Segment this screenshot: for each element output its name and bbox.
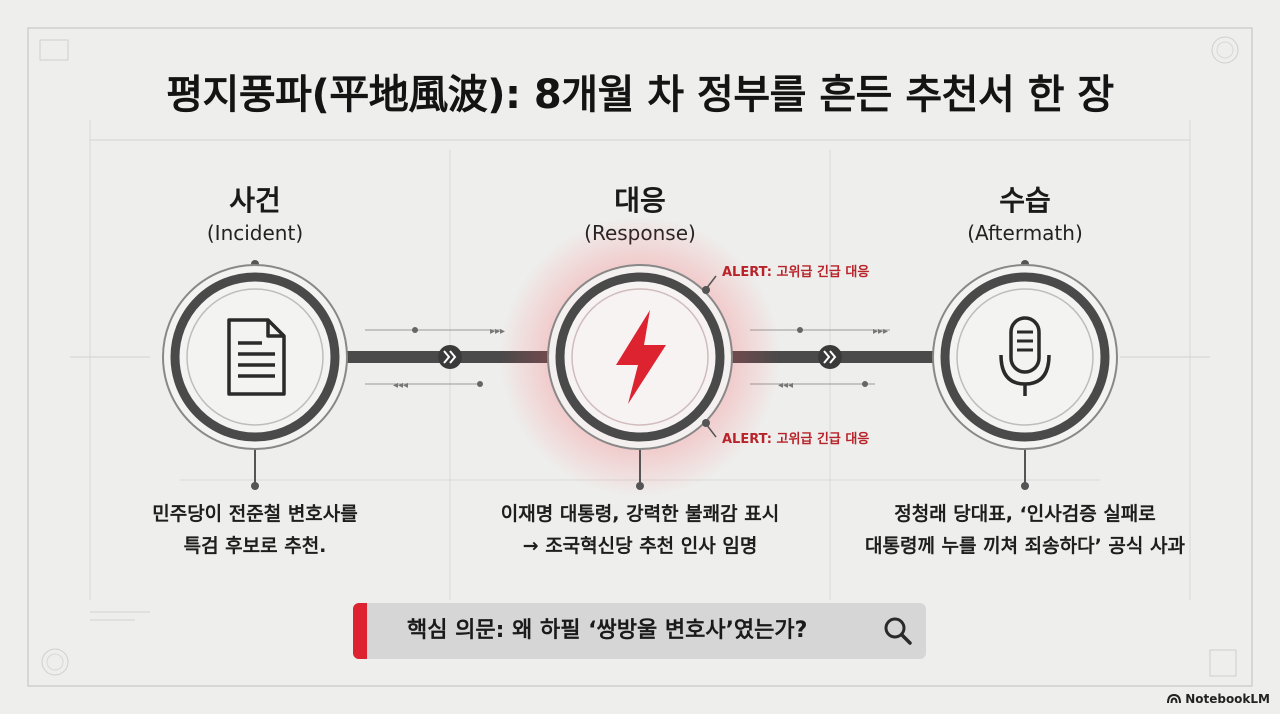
lightning-icon xyxy=(616,310,666,404)
stage-incident-description: 민주당이 전준철 변호사를 특검 후보로 추천. xyxy=(65,498,445,562)
stage-aftermath-title: 수습 xyxy=(999,184,1051,217)
flow-arrow-1-icon xyxy=(438,345,462,369)
aftermath-node xyxy=(932,260,1118,490)
brand-watermark: NotebookLM xyxy=(1167,692,1270,706)
svg-text:▸▸▸: ▸▸▸ xyxy=(873,326,888,337)
document-icon xyxy=(227,318,286,396)
stage-response-title: 대응 xyxy=(614,184,666,217)
key-question-text: 핵심 의문: 왜 하필 ‘쌍방울 변호사’였는가? xyxy=(407,618,808,643)
brand-name: NotebookLM xyxy=(1185,692,1270,706)
stage-response-description: 이재명 대통령, 강력한 불쾌감 표시 → 조국혁신당 추천 인사 임명 xyxy=(450,498,830,562)
search-icon xyxy=(884,617,912,645)
accent-bar xyxy=(353,603,367,659)
stage-aftermath-subtitle: (Aftermath) xyxy=(967,221,1083,245)
stage-incident-subtitle: (Incident) xyxy=(206,221,304,245)
description-line: 민주당이 전준철 변호사를 xyxy=(152,503,358,525)
alert-label-top: ALERT: 고위급 긴급 대응 xyxy=(722,265,870,280)
stage-incident-heading: 사건 (Incident) xyxy=(105,183,405,247)
stage-aftermath-description: 정청래 당대표, ‘인사검증 실패로 대통령께 누를 끼쳐 죄송하다’ 공식 사… xyxy=(835,498,1215,562)
notebooklm-logo-icon xyxy=(1167,694,1182,704)
description-line: 이재명 대통령, 강력한 불쾌감 표시 xyxy=(500,503,780,525)
page-title: 평지풍파(平地風波): 8개월 차 정부를 흔든 추천서 한 장 xyxy=(166,72,1114,118)
description-line: 대통령께 누를 끼쳐 죄송하다’ 공식 사과 xyxy=(865,535,1185,557)
stage-incident-title: 사건 xyxy=(229,184,281,217)
svg-text:▸▸▸: ▸▸▸ xyxy=(490,326,505,337)
svg-text:◂◂◂: ◂◂◂ xyxy=(393,380,408,391)
description-line: 정청래 당대표, ‘인사검증 실패로 xyxy=(894,503,1156,525)
description-line: → 조국혁신당 추천 인사 임명 xyxy=(522,535,758,557)
stage-aftermath-heading: 수습 (Aftermath) xyxy=(875,183,1175,247)
microphone-icon xyxy=(999,316,1051,396)
key-question-banner: 핵심 의문: 왜 하필 ‘쌍방울 변호사’였는가? xyxy=(353,603,926,659)
description-line: 특검 후보로 추천. xyxy=(183,535,327,557)
alert-label-bottom: ALERT: 고위급 긴급 대응 xyxy=(722,432,870,447)
incident-node xyxy=(162,260,348,490)
svg-text:◂◂◂: ◂◂◂ xyxy=(778,380,793,391)
flow-arrow-2-icon xyxy=(818,345,842,369)
